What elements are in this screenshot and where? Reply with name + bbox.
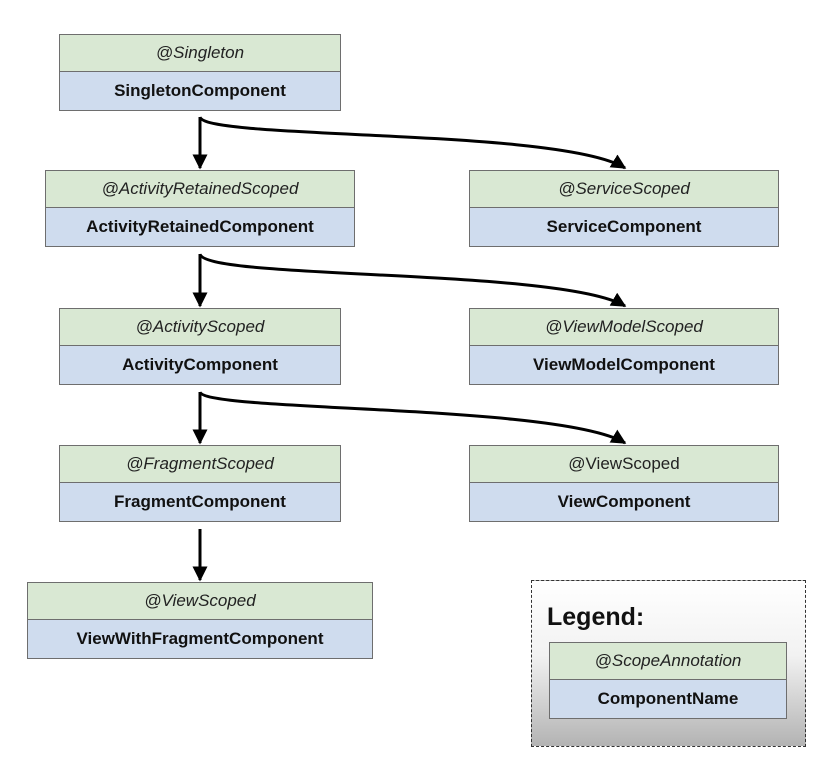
scope-label: @ServiceScoped: [469, 170, 779, 208]
node-fragment: @FragmentScoped FragmentComponent: [59, 445, 341, 522]
component-label: SingletonComponent: [59, 72, 341, 111]
component-label: ActivityRetainedComponent: [45, 208, 355, 247]
edge-activity-to-view: [198, 390, 627, 445]
legend-title: Legend:: [547, 603, 645, 631]
node-view: @ViewScoped ViewComponent: [469, 445, 779, 522]
legend-scope-label: @ScopeAnnotation: [549, 642, 787, 680]
node-view-with-fragment: @ViewScoped ViewWithFragmentComponent: [27, 582, 373, 659]
node-service: @ServiceScoped ServiceComponent: [469, 170, 779, 247]
scope-label: @ActivityRetainedScoped: [45, 170, 355, 208]
component-label: ActivityComponent: [59, 346, 341, 385]
legend-sample-node: @ScopeAnnotation ComponentName: [549, 642, 787, 719]
scope-label: @ViewScoped: [469, 445, 779, 483]
component-label: ServiceComponent: [469, 208, 779, 247]
scope-label: @FragmentScoped: [59, 445, 341, 483]
scope-label: @Singleton: [59, 34, 341, 72]
node-view-model: @ViewModelScoped ViewModelComponent: [469, 308, 779, 385]
legend-component-label: ComponentName: [549, 680, 787, 719]
legend: Legend: @ScopeAnnotation ComponentName: [531, 580, 806, 747]
component-label: ViewComponent: [469, 483, 779, 522]
node-activity-retained: @ActivityRetainedScoped ActivityRetained…: [45, 170, 355, 247]
component-label: FragmentComponent: [59, 483, 341, 522]
node-activity: @ActivityScoped ActivityComponent: [59, 308, 341, 385]
component-label: ViewWithFragmentComponent: [27, 620, 373, 659]
scope-label: @ActivityScoped: [59, 308, 341, 346]
edge-singleton-to-service: [198, 116, 627, 170]
component-label: ViewModelComponent: [469, 346, 779, 385]
edge-activity-retained-to-view-model: [198, 253, 627, 308]
scope-label: @ViewModelScoped: [469, 308, 779, 346]
scope-label: @ViewScoped: [27, 582, 373, 620]
node-singleton: @Singleton SingletonComponent: [59, 34, 341, 111]
